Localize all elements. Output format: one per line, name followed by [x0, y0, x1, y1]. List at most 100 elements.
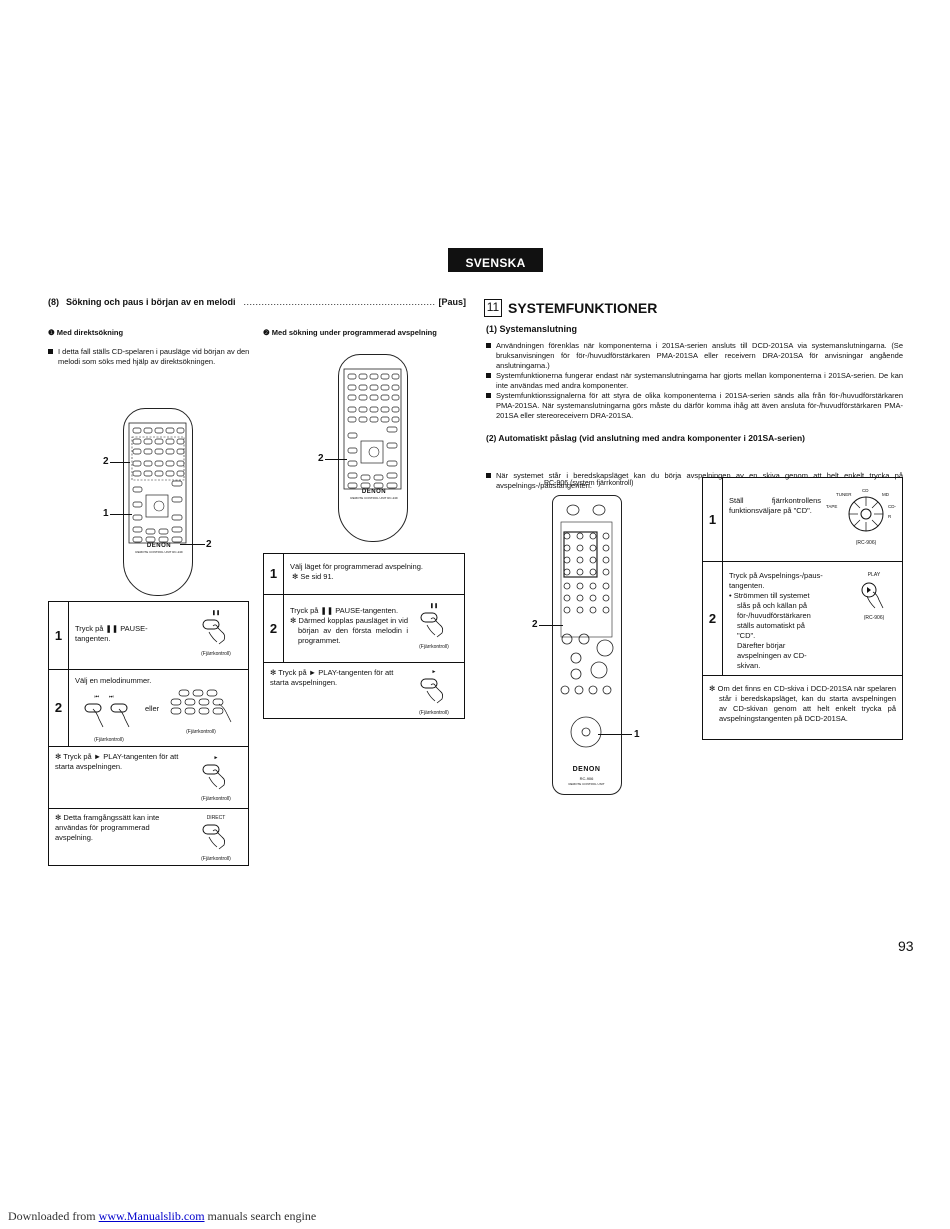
callout-2: 2 — [532, 619, 538, 630]
callout-line — [325, 459, 347, 460]
section-title: SYSTEMFUNKTIONER — [508, 300, 658, 316]
remote-model: REMOTE CONTROL UNIT RC-249 — [135, 550, 183, 554]
step-row: 1 Välj läget för programmerad avspelning… — [263, 553, 465, 595]
callout-1: 1 — [103, 508, 109, 519]
step-content: Välj läget för programmerad avspelning. … — [283, 553, 465, 595]
step-subnote: ✻ Se sid 91. — [292, 572, 334, 581]
play-key-icon: ► (Fjärrkontroll) — [201, 755, 231, 802]
note-text: ✻ Tryck på ► PLAY-tangenten för att star… — [55, 752, 179, 771]
remote-brand: DENON — [146, 543, 172, 549]
skip-keys-icon: ⏮⏭ (Fjärrkontroll) — [79, 692, 139, 745]
or-text: eller — [145, 704, 160, 713]
step-number: 2 — [702, 561, 723, 676]
step-after-text: Därefter börjar avspelningen av CD-skiva… — [737, 641, 807, 670]
direct-key-icon: DIRECT (Fjärrkontroll) — [201, 815, 231, 862]
pause-key-icon: ❚❚ (Fjärrkontroll) — [201, 610, 231, 657]
step-row: 2 Välj en melodinummer. ⏮⏭ (Fjärrkontrol… — [48, 669, 249, 747]
remote-caption: RC-906 (system fjärrkontroll) — [544, 480, 634, 487]
sub-heading-system-connection: (1) Systemanslutning — [486, 324, 578, 334]
callout-1: 1 — [634, 729, 640, 740]
step-content: Tryck på Avspelnings-/paus-tangenten. • … — [722, 561, 903, 676]
remote-model: RC-906 — [579, 776, 594, 781]
callout-2: 2 — [318, 453, 324, 464]
section-title: Sökning och paus i början av en melodi — [66, 297, 236, 307]
play-pause-key-icon: PLAY (RC-906) — [861, 572, 885, 621]
bullet-item: Användningen förenklas när komponenterna… — [486, 341, 903, 371]
section-8-heading: (8) Sökning och paus i början av en melo… — [48, 297, 466, 307]
footer: Downloaded from www.Manualslib.com manua… — [8, 1209, 316, 1224]
note-content: ✻ Tryck på ► PLAY-tangenten för att star… — [263, 662, 465, 719]
sub-heading-program-search: ❷ Med sökning under programmerad avspeln… — [263, 328, 437, 337]
step-subnote: ✻ Därmed kopplas pausläget in vid början… — [290, 616, 408, 645]
bullet-auto-power: När systemet står i beredskapsläget kan … — [486, 471, 903, 491]
bullet-item: Systemfunktionerna fungerar endast när s… — [486, 371, 903, 391]
bullet-direct-search: I detta fall ställs CD-spelaren i pauslä… — [48, 347, 250, 367]
step-content: Välj en melodinummer. ⏮⏭ (Fjärrkontroll)… — [68, 669, 249, 747]
step-text: Tryck på ❚❚ PAUSE-tangenten. — [75, 624, 148, 643]
callout-line — [598, 734, 632, 735]
step-row: 1 Tryck på ❚❚ PAUSE-tangenten. ❚❚ (Fjärr… — [48, 601, 249, 670]
step-dot-note: • Strömmen till systemet slås på och käl… — [729, 591, 811, 640]
sub-heading-direct-search: ❶ Med direktsökning — [48, 328, 124, 337]
remote-unit: REMOTE CONTROL UNIT — [568, 782, 605, 786]
steps-table-direct-search: 1 Tryck på ❚❚ PAUSE-tangenten. ❚❚ (Fjärr… — [48, 601, 249, 866]
note-text: ✻ Detta framgångssätt kan inte användas … — [55, 813, 160, 842]
callout-line — [110, 514, 132, 515]
leader-dots: ........................................… — [243, 297, 437, 307]
manualslib-link[interactable]: www.Manualslib.com — [98, 1209, 205, 1223]
step-content: Tryck på ❚❚ PAUSE-tangenten. ✻ Därmed ko… — [283, 594, 465, 663]
step-text: Tryck på ❚❚ PAUSE-tangenten. — [290, 606, 399, 615]
play-key-icon: ► (Fjärrkontroll) — [419, 669, 449, 716]
note-content: ✻ Tryck på ► PLAY-tangenten för att star… — [48, 746, 249, 809]
remote-control-illustration: DENON REMOTE CONTROL UNIT RC-249 — [338, 354, 408, 542]
step-number: 1 — [702, 477, 723, 562]
system-connection-bullets: Användningen förenklas när komponenterna… — [486, 341, 903, 421]
step-row: 2 Tryck på ❚❚ PAUSE-tangenten. ✻ Därmed … — [263, 594, 465, 663]
callout-line — [539, 625, 563, 626]
step-number: 1 — [263, 553, 284, 595]
pause-key-icon: ❚❚ (Fjärrkontroll) — [419, 603, 449, 650]
remote-buttons-graphic — [560, 504, 614, 748]
step-text: Tryck på Avspelnings-/paus-tangenten. — [729, 571, 823, 590]
note-content: ✻ Om det finns en CD-skiva i DCD-201SA n… — [702, 675, 903, 740]
function-dial-icon: TUNER CD MD TAPE CD-R (RC-906) — [826, 488, 896, 546]
footer-prefix: Downloaded from — [8, 1209, 99, 1223]
note-content: ✻ Detta framgångssätt kan inte användas … — [48, 808, 249, 866]
note-row: ✻ Tryck på ► PLAY-tangenten för att star… — [263, 662, 465, 719]
remote-control-illustration: DENON REMOTE CONTROL UNIT RC-249 — [123, 408, 193, 596]
section-11-heading: 11 SYSTEMFUNKTIONER — [484, 299, 657, 317]
language-tab: SVENSKA — [448, 248, 543, 272]
step-row: 2 Tryck på Avspelnings-/paus-tangenten. … — [702, 561, 903, 676]
remote-buttons-graphic — [343, 368, 402, 490]
note-row: ✻ Om det finns en CD-skiva i DCD-201SA n… — [702, 675, 903, 740]
callout-2b: 2 — [206, 539, 212, 550]
number-keys-icon: (Fjärrkontroll) — [165, 688, 237, 737]
bullet-item: Systemfunktionssignalerna för att styra … — [486, 391, 903, 421]
remote-model: REMOTE CONTROL UNIT RC-249 — [350, 496, 398, 500]
remote-brand: DENON — [572, 766, 601, 773]
note-text: ✻ Om det finns en CD-skiva i DCD-201SA n… — [709, 684, 896, 723]
remote-brand: DENON — [361, 489, 387, 495]
callout-2: 2 — [103, 456, 109, 467]
step-content: Tryck på ❚❚ PAUSE-tangenten. ❚❚ (Fjärrko… — [68, 601, 249, 670]
note-row: ✻ Tryck på ► PLAY-tangenten för att star… — [48, 746, 249, 809]
note-row: ✻ Detta framgångssätt kan inte användas … — [48, 808, 249, 866]
step-number: 1 — [48, 601, 69, 670]
footer-suffix: manuals search engine — [204, 1209, 317, 1223]
step-text: Välj läget för programmerad avspelning. — [290, 562, 423, 571]
callout-line — [180, 544, 205, 545]
step-text: Ställ fjärrkontrollens funktionsväljare … — [729, 496, 821, 515]
step-number: 2 — [48, 669, 69, 747]
remote-control-rc906: DENON RC-906 REMOTE CONTROL UNIT — [552, 495, 622, 795]
remote-buttons-graphic — [128, 422, 187, 544]
section-number: 11 — [484, 299, 502, 317]
sub-heading-auto-power: (2) Automatiskt påslag (vid anslutning m… — [486, 433, 805, 443]
page-number: 93 — [898, 938, 914, 954]
step-content: Ställ fjärrkontrollens funktionsväljare … — [722, 477, 903, 562]
note-text: ✻ Tryck på ► PLAY-tangenten för att star… — [270, 668, 394, 687]
section-tag: [Paus] — [438, 297, 466, 307]
section-number: (8) — [48, 297, 59, 307]
step-number: 2 — [263, 594, 284, 663]
steps-table-program-search: 1 Välj läget för programmerad avspelning… — [263, 553, 465, 719]
callout-line — [110, 462, 130, 463]
